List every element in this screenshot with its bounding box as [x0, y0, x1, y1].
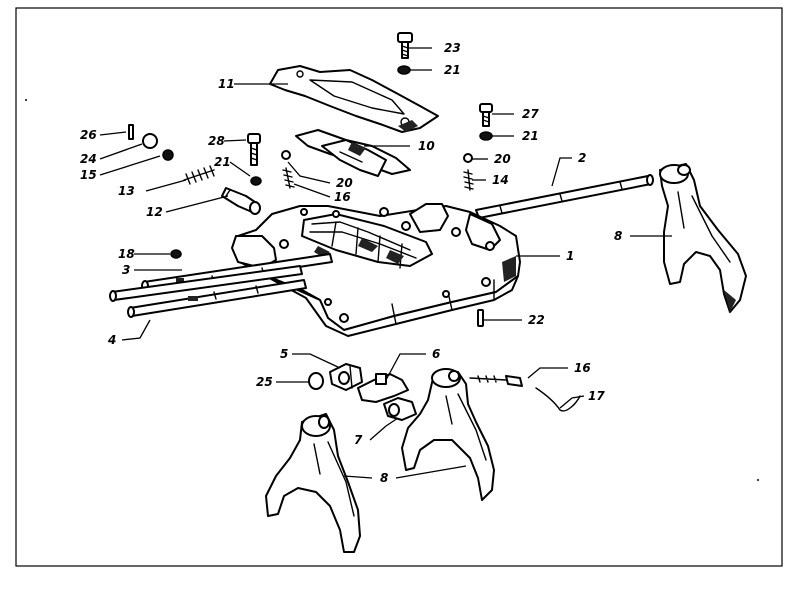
- callout-22: 22: [528, 313, 545, 327]
- callout-20: 20: [494, 152, 511, 166]
- part-selector-6: [357, 373, 409, 403]
- callout-5: 5: [280, 347, 288, 361]
- callout-21: 21: [522, 129, 539, 143]
- diagram-frame: [15, 7, 783, 567]
- part-pin-26: [128, 124, 134, 140]
- part-ball-15: [162, 149, 174, 161]
- part-shift-fork-bottom-left: [265, 413, 361, 553]
- part-shift-fork-bottom-right: [401, 368, 495, 501]
- part-pin-22: [477, 309, 484, 327]
- callout-10: 10: [418, 139, 435, 153]
- callout-8: 8: [380, 471, 388, 485]
- part-plunger-12: [221, 187, 261, 215]
- callout-16: 16: [574, 361, 591, 375]
- part-screw-18: [170, 249, 182, 259]
- callout-21: 21: [444, 63, 461, 77]
- part-shift-rod-4: [109, 265, 307, 318]
- callout-20: 20: [336, 176, 353, 190]
- callout-17: 17: [588, 389, 605, 403]
- callout-7: 7: [354, 433, 363, 447]
- speck: [757, 479, 759, 481]
- callout-8: 8: [614, 229, 622, 243]
- part-cover-plate: [269, 65, 439, 133]
- part-shift-fork-right: [659, 163, 747, 313]
- part-bolt-28: [247, 133, 261, 166]
- callout-3: 3: [122, 263, 130, 277]
- callout-11: 11: [218, 77, 235, 91]
- part-housing: [231, 203, 521, 337]
- part-spring-13: [183, 165, 215, 185]
- callout-15: 15: [80, 168, 97, 182]
- callout-24: 24: [80, 152, 97, 166]
- part-spring-16a: [282, 167, 295, 189]
- callout-27: 27: [522, 107, 539, 121]
- part-bolt-27: [479, 103, 493, 127]
- callout-23: 23: [444, 41, 461, 55]
- part-selector-7: [383, 397, 417, 421]
- part-bolt-16b: [469, 375, 523, 387]
- part-block-5: [329, 363, 363, 391]
- part-washer-21b: [479, 131, 493, 141]
- callout-16: 16: [334, 190, 351, 204]
- part-interlock-plate: [295, 129, 411, 177]
- part-ring-25: [308, 372, 324, 390]
- speck: [25, 99, 27, 101]
- part-spring-14: [463, 169, 474, 191]
- part-washer-21c: [250, 176, 262, 186]
- callout-2: 2: [578, 151, 586, 165]
- part-wire-17: [535, 387, 581, 412]
- callout-12: 12: [146, 205, 163, 219]
- leader-lines: [99, 47, 672, 479]
- callout-28: 28: [208, 134, 225, 148]
- callout-26: 26: [80, 128, 97, 142]
- callout-labels: 23 21 11 27 21 26 28 10 24 15 21 20 20 2…: [80, 41, 622, 485]
- callout-1: 1: [566, 249, 574, 263]
- part-ball-20a: [281, 150, 291, 160]
- callout-6: 6: [432, 347, 440, 361]
- callout-13: 13: [118, 184, 135, 198]
- callout-25: 25: [256, 375, 273, 389]
- part-washer-21a: [397, 65, 411, 75]
- part-bolt-23: [397, 32, 413, 59]
- part-shift-rod-2: [475, 174, 654, 219]
- part-ball-20b: [463, 153, 473, 163]
- callout-21: 21: [214, 155, 231, 169]
- callout-4: 4: [107, 333, 116, 347]
- callout-18: 18: [118, 247, 135, 261]
- callout-14: 14: [492, 173, 509, 187]
- part-washer-24: [142, 133, 158, 149]
